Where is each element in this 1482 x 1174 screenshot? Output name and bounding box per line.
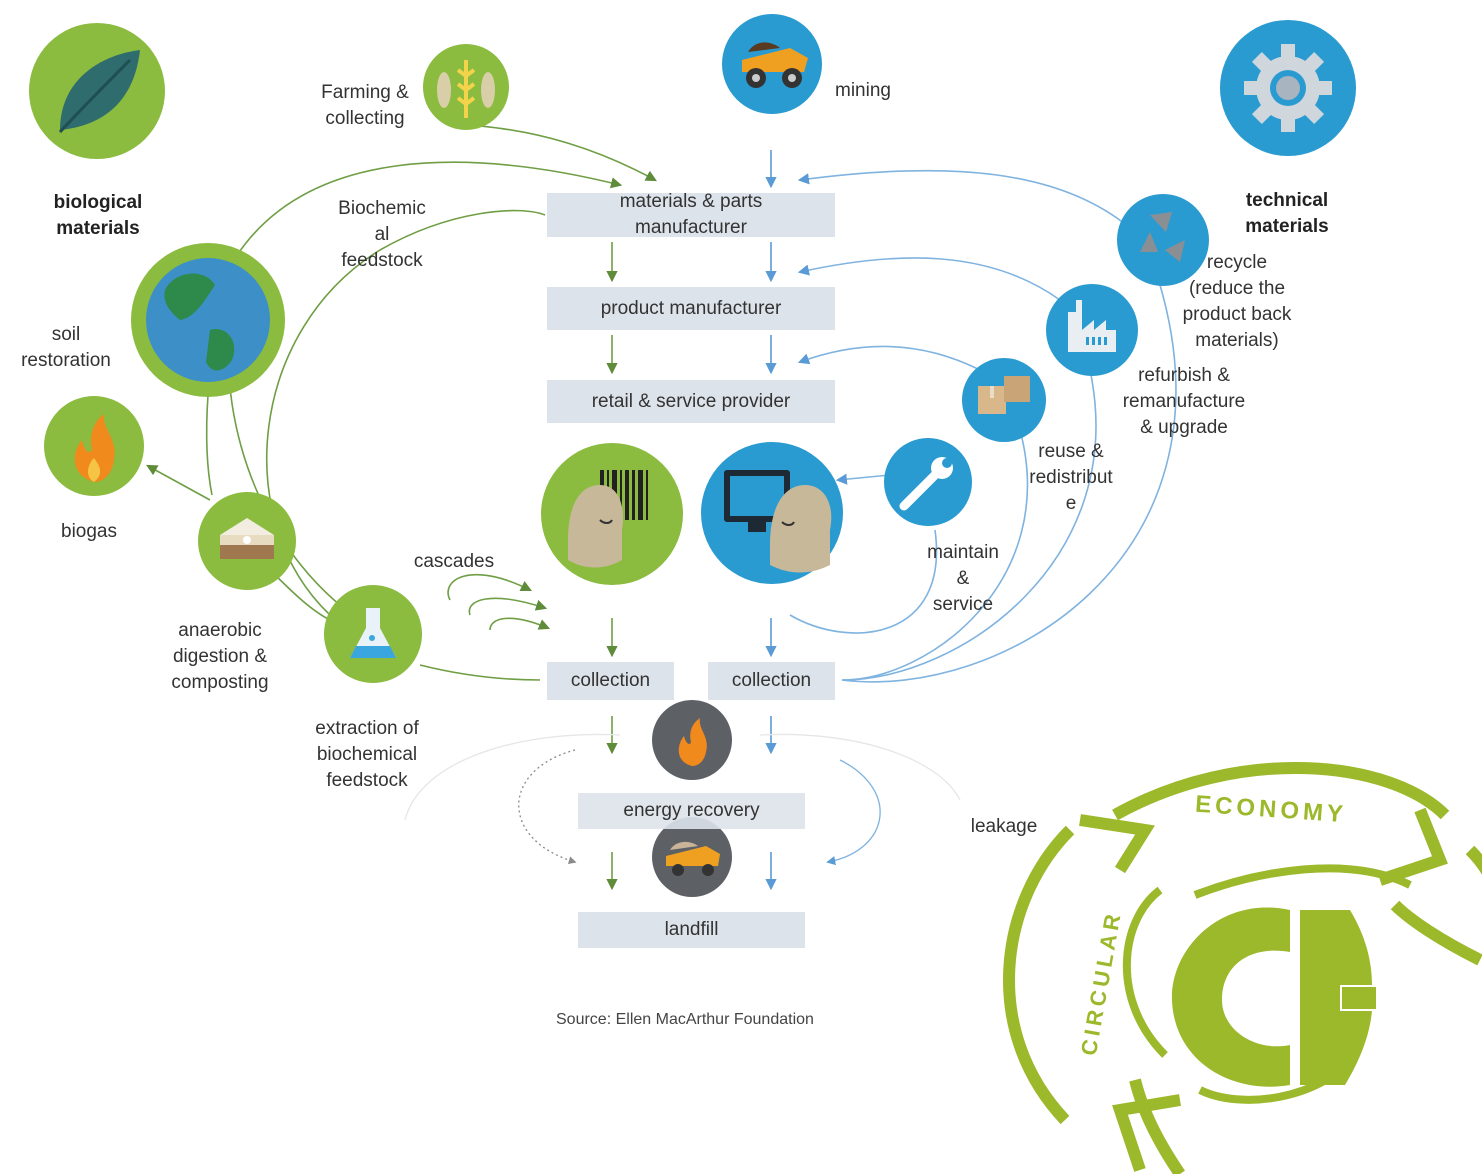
consumer-barcode-icon xyxy=(541,443,683,585)
energy-recovery-box: energy recovery xyxy=(578,793,805,829)
collection-biological-box: collection xyxy=(547,662,674,700)
leakage-flows xyxy=(404,733,961,866)
technical-flows xyxy=(789,169,1177,683)
materials-parts-manufacturer-box: materials & parts manufacturer xyxy=(547,191,835,238)
refurbish-label: refurbish & remanufacture & upgrade xyxy=(1122,365,1246,438)
leakage-label: leakage xyxy=(970,816,1038,837)
boxes-icon xyxy=(962,358,1046,442)
vertical-arrows xyxy=(606,150,777,891)
biochemical-feedstock-label: Biochemic al feedstock xyxy=(338,198,426,271)
biogas-label: biogas xyxy=(61,521,117,542)
mining-label: mining xyxy=(835,80,891,101)
biological-materials-label: biological materials xyxy=(53,192,143,239)
flask-icon xyxy=(324,585,422,683)
anaerobic-digestion-label: anaerobic digestion & composting xyxy=(171,620,269,693)
earth-icon xyxy=(131,243,285,397)
leaf-icon xyxy=(29,23,165,159)
dump-truck-icon xyxy=(652,817,732,897)
cascades-label: cascades xyxy=(413,551,495,572)
circular-economy-logo xyxy=(1003,762,1482,1174)
wrench-icon xyxy=(884,438,972,526)
gear-icon xyxy=(1220,20,1356,156)
recycle-icon xyxy=(1117,194,1209,286)
collection-technical-box: collection xyxy=(708,662,835,700)
farming-collecting-label: Farming & collecting xyxy=(321,82,409,129)
maintain-service-label: maintain & service xyxy=(927,542,999,615)
recycle-label: recycle (reduce the product back materia… xyxy=(1182,252,1292,351)
reuse-label: reuse & redistribut e xyxy=(1029,441,1113,514)
mining-truck-icon xyxy=(722,14,822,114)
factory-icon xyxy=(1046,284,1138,376)
wheat-fish-icon xyxy=(423,44,509,130)
user-computer-icon xyxy=(701,442,843,584)
retail-service-provider-box: retail & service provider xyxy=(547,380,835,423)
soil-layers-icon xyxy=(198,492,296,590)
soil-restoration-label: soil restoration xyxy=(21,324,111,371)
technical-materials-label: technical materials xyxy=(1245,190,1329,237)
energy-recovery-fire-icon xyxy=(652,700,732,780)
landfill-box: landfill xyxy=(578,912,805,948)
source-caption: Source: Ellen MacArthur Foundation xyxy=(556,1011,814,1028)
fire-icon xyxy=(44,396,144,496)
extraction-biochemical-label: extraction of biochemical feedstock xyxy=(315,718,419,791)
product-manufacturer-box: product manufacturer xyxy=(547,287,835,330)
